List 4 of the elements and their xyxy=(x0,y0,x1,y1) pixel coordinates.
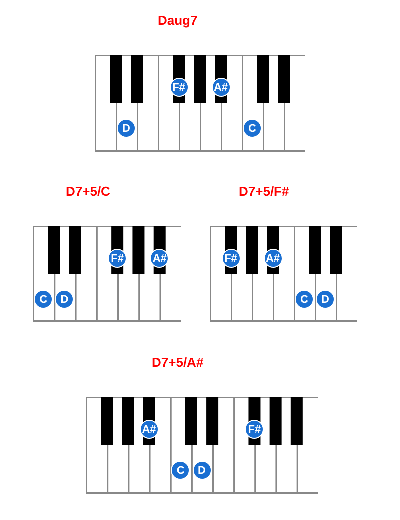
chord-name: D7+5/C xyxy=(66,184,110,199)
chord-name: D7+5/F# xyxy=(239,184,290,199)
chord-name: D7+5/A# xyxy=(152,355,204,370)
chord-name: Daug7 xyxy=(158,13,198,28)
